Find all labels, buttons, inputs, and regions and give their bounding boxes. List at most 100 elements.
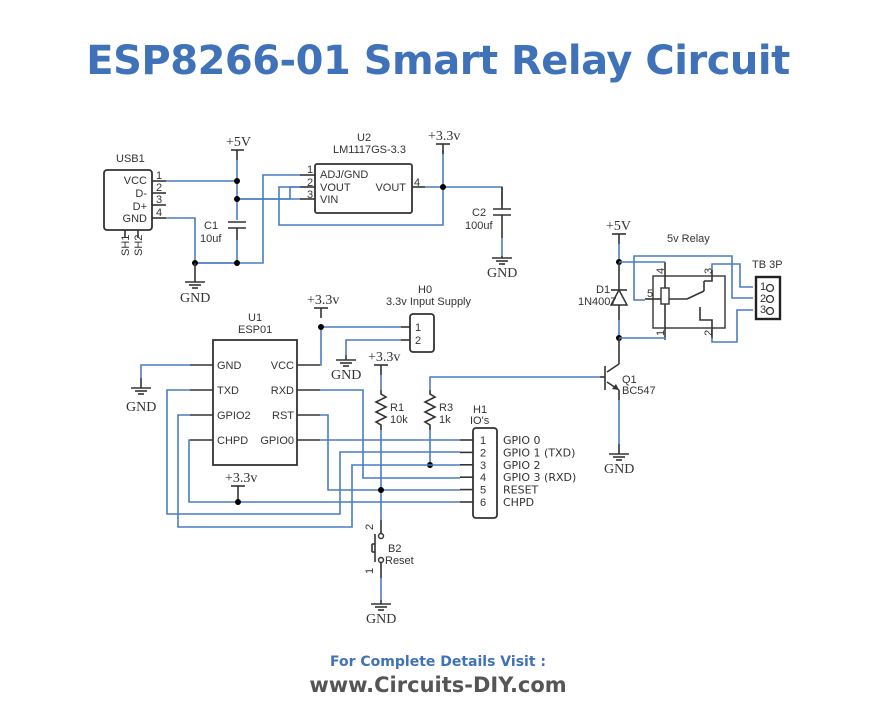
q1-part: BC547: [622, 385, 656, 397]
power-33-label-u1: +3.3v: [307, 293, 339, 308]
power-33-r1: +3.3v: [368, 350, 400, 375]
relay-pin-4: 4: [655, 268, 667, 274]
resistor-r1: R1 10k: [374, 390, 408, 430]
usb1-ref: USB1: [116, 153, 145, 165]
regulator-u2: U2 LM1117GS-3.3 ADJ/GND VOUT VIN VOUT 1 …: [300, 132, 425, 214]
u1-pin-chpd: CHPD: [217, 435, 248, 447]
u2-part: LM1117GS-3.3: [333, 144, 406, 156]
usb1-sh1: SH1: [120, 235, 132, 256]
u1-pin-gnd: GND: [217, 360, 242, 372]
terminal-block-tb3p: TB 3P 1 2 3: [752, 259, 783, 321]
h1-pin-number: 5: [480, 485, 486, 497]
h1-signal-label: GPIO 3 (RXD): [503, 471, 576, 484]
power-5v-relay: +5V: [606, 219, 631, 244]
usb1-num-1: 1: [156, 170, 162, 182]
usb1-num-3: 3: [156, 194, 162, 206]
u1-part: ESP01: [238, 324, 272, 336]
capacitor-c1: C1 10uf: [200, 220, 246, 263]
relay-pin-1: 1: [655, 330, 667, 336]
u1-pin-gpio0: GPIO0: [260, 435, 294, 447]
gnd-symbol-b2: GND: [366, 600, 396, 627]
footer-visit-text: For Complete Details Visit :: [330, 654, 546, 670]
h1-pin-number: 1: [480, 435, 486, 447]
h1-ref: H1: [473, 404, 487, 416]
h1-pin-number: 6: [480, 497, 486, 509]
h1-pin-number: 2: [480, 447, 486, 459]
u1-pin-gpio2: GPIO2: [217, 410, 251, 422]
power-33-label-r1: +3.3v: [368, 350, 400, 365]
b2-ref: B2: [388, 543, 401, 555]
relay-pin-5: 5: [647, 288, 653, 300]
h1-pin-number: 4: [480, 472, 486, 484]
r1-value: 10k: [390, 414, 408, 426]
page-title: ESP8266-01 Smart Relay Circuit: [86, 38, 790, 84]
usb1-pin-vcc: VCC: [124, 175, 147, 187]
power-33-u1: +3.3v: [307, 293, 339, 318]
u2-pin-vin: VIN: [320, 194, 338, 206]
u1-pin-rst: RST: [272, 410, 294, 422]
h1-pin-number: 3: [480, 460, 486, 472]
u1-pin-txd: TXD: [217, 385, 239, 397]
u2-num-3: 3: [307, 189, 313, 201]
gnd-label-h0: GND: [331, 368, 361, 383]
gnd-label: GND: [180, 291, 210, 306]
gnd-symbol-usb: GND: [180, 263, 210, 306]
transistor-q1: Q1 BC547: [600, 338, 656, 400]
u2-num-2: 2: [307, 177, 313, 189]
c2-ref: C2: [472, 207, 486, 219]
tb-pin-3: 3: [760, 304, 766, 316]
usb1-pin-dplus: D+: [133, 201, 147, 213]
h1-signal-label: GPIO 2: [503, 459, 541, 472]
b2-desc: Reset: [385, 555, 414, 567]
b2-pin-1: 1: [364, 568, 376, 574]
gnd-symbol-h0: GND: [331, 355, 361, 383]
usb1-pin-gnd: GND: [123, 213, 148, 225]
h0-pin-1: 1: [415, 322, 421, 334]
h1-signal-label: GPIO 1 (TXD): [503, 446, 575, 459]
capacitor-c2: C2 100uf GND: [465, 187, 517, 281]
r3-ref: R3: [439, 402, 453, 414]
relay-desc: 5v Relay: [667, 233, 710, 245]
h1-signal-label: CHPD: [503, 496, 534, 509]
power-5v-left: +5V: [226, 135, 251, 220]
r3-value: 1k: [439, 414, 451, 426]
c1-ref: C1: [204, 220, 218, 232]
d1-ref: D1: [596, 284, 610, 296]
h1-body: [472, 427, 498, 519]
power-33-u2: +3.3v: [428, 129, 460, 154]
tb-pin-2: 2: [760, 293, 766, 305]
u1-pin-vcc: VCC: [271, 360, 294, 372]
h1-desc: IO's: [470, 415, 490, 427]
relay-pin-2: 2: [703, 330, 715, 336]
u2-pin-vout-left: VOUT: [320, 182, 351, 194]
u2-ref: U2: [357, 132, 371, 144]
h0-desc: 3.3v Input Supply: [386, 296, 472, 308]
diode-d1: D1 1N4007: [578, 262, 629, 320]
gnd-label-q1: GND: [604, 462, 634, 477]
r1-ref: R1: [390, 402, 404, 414]
gnd-symbol-q1: GND: [604, 444, 634, 477]
tb-pin-1: 1: [760, 281, 766, 293]
gnd-label-u1: GND: [126, 400, 156, 415]
usb1-connector: USB1 VCC D- D+ GND 1 2 3 4 SH1 SH2: [103, 153, 166, 256]
u1-body: [212, 339, 298, 466]
usb1-body: [103, 169, 153, 231]
resistor-r3: R3 1k: [423, 390, 453, 430]
c1-value: 10uf: [200, 233, 222, 245]
usb1-num-4: 4: [156, 207, 162, 219]
footer-website-link[interactable]: www.Circuits-DIY.com: [309, 673, 567, 697]
u2-body: [314, 163, 413, 214]
esp01-module-u1: U1 ESP01 GND TXD GPIO2 CHPD VCC RXD RST …: [190, 312, 320, 466]
u2-num-4: 4: [414, 177, 420, 189]
h0-pin-2: 2: [415, 335, 421, 347]
usb1-pin-dminus: D-: [135, 188, 147, 200]
h1-signal-label: RESET: [503, 484, 539, 497]
u2-num-1: 1: [307, 164, 313, 176]
power-33-label-chpd: +3.3v: [225, 471, 257, 486]
gnd-symbol-u1: GND: [126, 378, 156, 415]
power-33-label-u2: +3.3v: [428, 129, 460, 144]
h0-body: [409, 313, 435, 353]
power-5v-label: +5V: [226, 135, 251, 150]
